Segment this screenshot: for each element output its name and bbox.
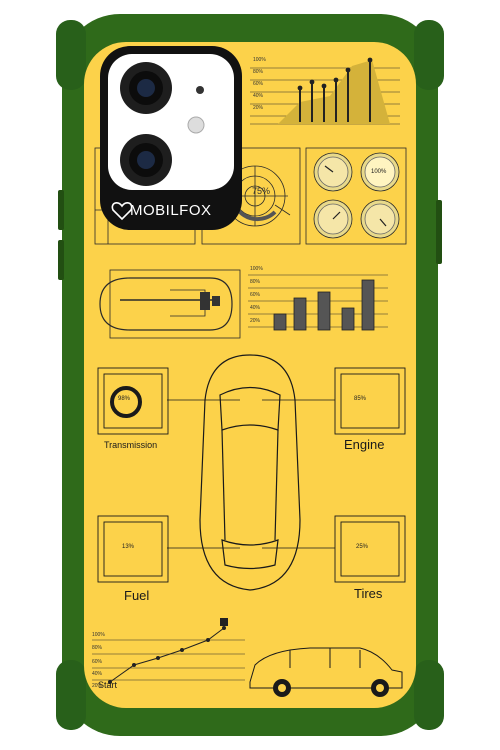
chart-bottom-tick: 100% bbox=[92, 632, 105, 638]
gauge-engine-value: 85% bbox=[354, 396, 367, 402]
chart-mid-tick: 100% bbox=[250, 266, 263, 272]
chart-mid-bars bbox=[273, 279, 375, 331]
label-transmission: Transmission bbox=[104, 440, 158, 450]
camera-module bbox=[100, 46, 242, 230]
chart-top-tick: 40% bbox=[253, 93, 264, 99]
frame-fuel bbox=[97, 515, 169, 583]
label-fuel: Fuel bbox=[124, 588, 150, 603]
chart-top-tick: 20% bbox=[253, 105, 264, 111]
panel-gauges bbox=[305, 147, 407, 245]
car-sideview bbox=[249, 647, 403, 689]
label-engine: Engine bbox=[344, 437, 385, 452]
chart-bottom-tick: 60% bbox=[92, 659, 103, 665]
label-start: Start bbox=[98, 680, 118, 690]
chart-mid-tick: 60% bbox=[250, 292, 261, 298]
round-gauge-value: 100% bbox=[371, 169, 387, 175]
brand-logo-icon bbox=[111, 201, 133, 221]
chart-mid-tick: 20% bbox=[250, 318, 261, 324]
frame-tires bbox=[334, 515, 406, 583]
chart-bottom-tick: 40% bbox=[92, 671, 103, 677]
label-tires: Tires bbox=[354, 586, 383, 601]
car-connectors bbox=[167, 399, 335, 549]
dial-value: 75% bbox=[252, 186, 271, 196]
car-main bbox=[199, 354, 301, 591]
brand-name: MOBILFOX bbox=[130, 202, 212, 219]
gauge-transmission-value: 98% bbox=[118, 396, 131, 402]
frame-transmission bbox=[97, 367, 169, 435]
gauge-fuel-value: 13% bbox=[122, 544, 135, 550]
chart-top-bars bbox=[299, 60, 371, 122]
chart-top-area bbox=[278, 60, 390, 124]
transmission-ring bbox=[110, 386, 142, 418]
chart-top-tick: 80% bbox=[253, 69, 264, 75]
chart-bottom bbox=[92, 627, 245, 683]
chart-top-tick: 60% bbox=[253, 81, 264, 87]
chart-mid-tick: 80% bbox=[250, 279, 261, 285]
gauge-tires-value: 25% bbox=[356, 544, 369, 550]
car-topview-detail bbox=[200, 292, 220, 310]
chart-mid-tick: 40% bbox=[250, 305, 261, 311]
chart-top-tick: 100% bbox=[253, 57, 266, 63]
chart-bottom-tick: 20% bbox=[92, 683, 103, 689]
chart-bottom-tick: 80% bbox=[92, 645, 103, 651]
timeline-markers bbox=[108, 618, 228, 684]
frame-engine bbox=[334, 367, 406, 435]
